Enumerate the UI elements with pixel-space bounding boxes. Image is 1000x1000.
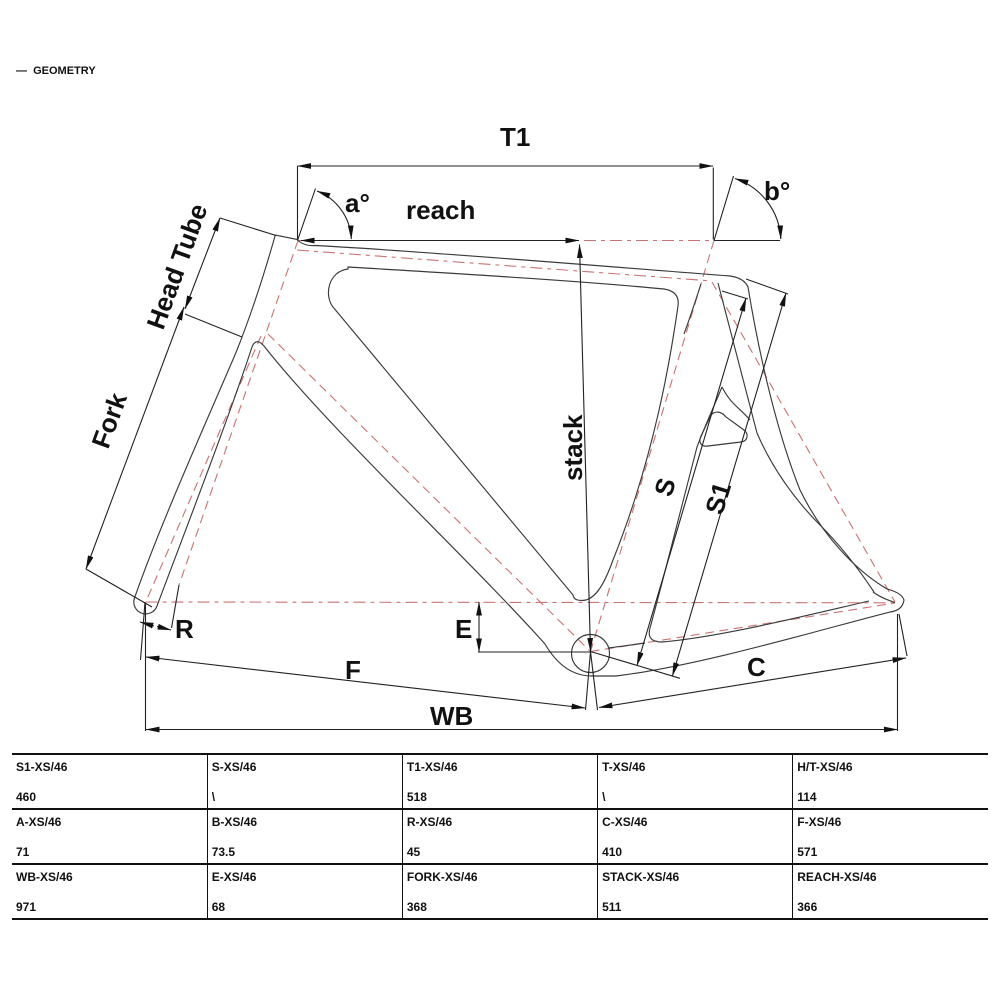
- svg-text:a°: a°: [345, 188, 370, 218]
- svg-text:C: C: [747, 652, 766, 682]
- svg-text:stack: stack: [558, 414, 588, 481]
- svg-text:E: E: [455, 614, 472, 644]
- svg-text:b°: b°: [764, 176, 790, 206]
- svg-text:S: S: [648, 474, 682, 499]
- svg-text:F: F: [345, 655, 361, 685]
- svg-text:Head Tube: Head Tube: [140, 200, 213, 333]
- svg-text:reach: reach: [406, 195, 475, 225]
- svg-text:R: R: [175, 614, 194, 644]
- svg-text:T1: T1: [500, 122, 530, 152]
- svg-text:WB: WB: [430, 701, 473, 731]
- svg-text:Fork: Fork: [85, 388, 133, 452]
- svg-text:S1: S1: [699, 479, 737, 518]
